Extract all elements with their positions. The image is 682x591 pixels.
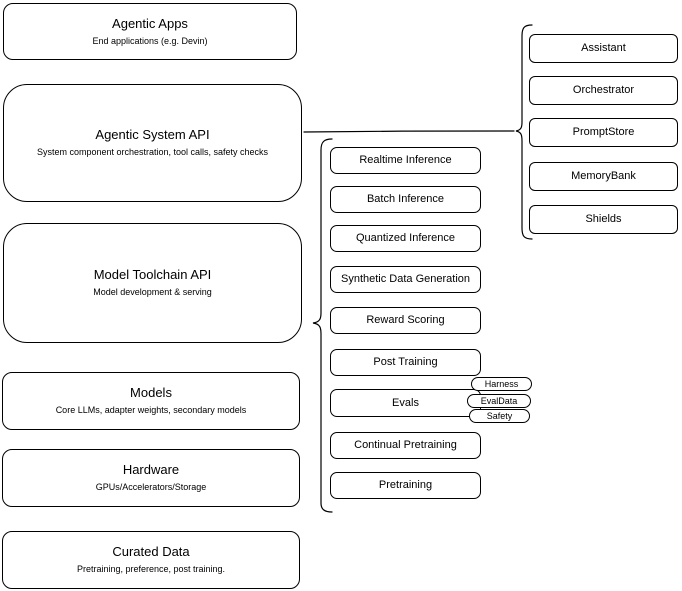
- node-models: Models Core LLMs, adapter weights, secon…: [2, 372, 300, 430]
- node-quantized-inference: Quantized Inference: [330, 225, 481, 252]
- node-subtitle: GPUs/Accelerators/Storage: [95, 482, 207, 493]
- node-subtitle: System component orchestration, tool cal…: [36, 147, 269, 158]
- node-title: Hardware: [122, 462, 180, 478]
- node-eval-tag-evaldata: EvalData: [467, 394, 531, 408]
- node-title: Models: [130, 385, 172, 401]
- node-title: Model Toolchain API: [93, 267, 212, 283]
- connector-line-system-api-to-right-group: [303, 130, 515, 133]
- node-subtitle: Core LLMs, adapter weights, secondary mo…: [55, 405, 247, 416]
- node-title: Agentic System API: [95, 127, 210, 143]
- node-continual-pretraining: Continual Pretraining: [330, 432, 481, 459]
- node-eval-tag-harness: Harness: [471, 377, 532, 391]
- node-subtitle: End applications (e.g. Devin): [92, 35, 208, 46]
- node-model-toolchain-api: Model Toolchain API Model development & …: [3, 223, 302, 343]
- node-title: Curated Data: [112, 544, 190, 560]
- node-batch-inference: Batch Inference: [330, 186, 481, 213]
- node-reward-scoring: Reward Scoring: [330, 307, 481, 334]
- node-eval-tag-safety: Safety: [469, 409, 530, 423]
- brace-middle-group: [312, 138, 333, 513]
- node-subtitle: Pretraining, preference, post training.: [76, 564, 226, 575]
- node-evals: Evals: [330, 389, 481, 417]
- node-memorybank: MemoryBank: [529, 162, 678, 191]
- brace-right-group: [515, 24, 533, 240]
- node-curated-data: Curated Data Pretraining, preference, po…: [2, 531, 300, 589]
- node-post-training: Post Training: [330, 349, 481, 376]
- node-shields: Shields: [529, 205, 678, 234]
- node-synthetic-data-generation: Synthetic Data Generation: [330, 266, 481, 293]
- node-title: Agentic Apps: [112, 15, 188, 31]
- node-pretraining: Pretraining: [330, 472, 481, 499]
- node-orchestrator: Orchestrator: [529, 76, 678, 105]
- node-assistant: Assistant: [529, 34, 678, 63]
- node-promptstore: PromptStore: [529, 118, 678, 147]
- node-agentic-system-api: Agentic System API System component orch…: [3, 84, 302, 202]
- node-realtime-inference: Realtime Inference: [330, 147, 481, 174]
- node-subtitle: Model development & serving: [93, 287, 212, 298]
- node-agentic-apps: Agentic Apps End applications (e.g. Devi…: [3, 3, 297, 60]
- node-hardware: Hardware GPUs/Accelerators/Storage: [2, 449, 300, 507]
